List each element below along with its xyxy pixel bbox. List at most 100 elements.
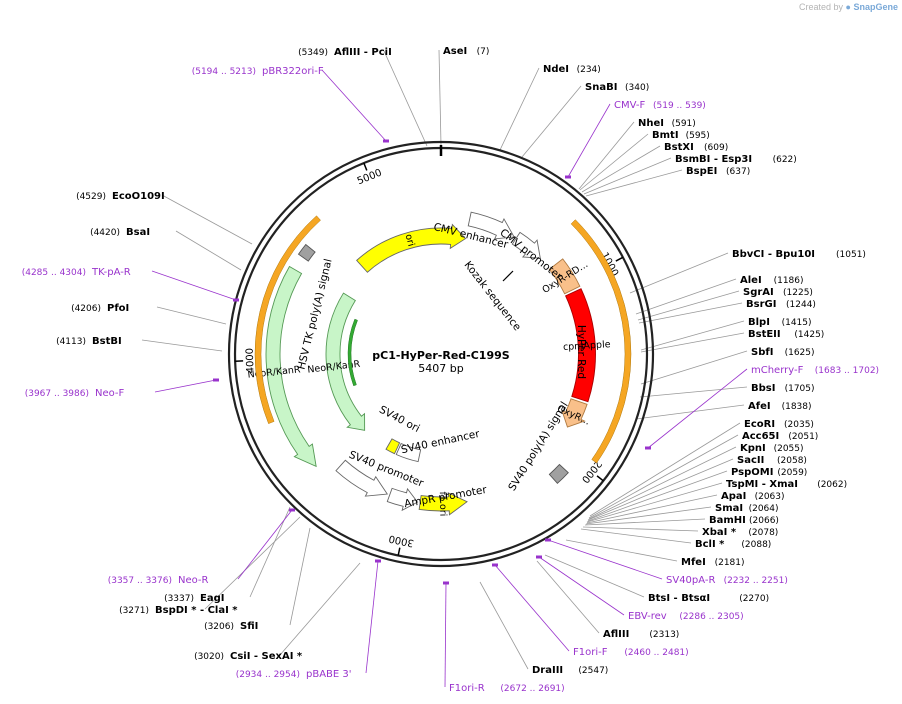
site-position: (1425): [794, 330, 824, 340]
site-leader-line: [479, 581, 529, 670]
primer-mark: [289, 508, 295, 512]
position-tick: [397, 547, 401, 556]
site-name: TspMI - XmaI: [726, 479, 798, 490]
primer-range: (2232 .. 2251): [724, 576, 788, 586]
site-label: BbvCI - Bpu10I(1051): [732, 249, 866, 260]
site-position: (2059): [777, 468, 807, 478]
primer-label: SV40pA-R (2232 .. 2251): [666, 575, 788, 586]
site-name: BsaI: [126, 227, 150, 238]
primer-name: F1ori-R: [449, 683, 485, 694]
site-leader-line: [161, 194, 253, 245]
site-leader-line: [589, 422, 741, 517]
feature-label: Kozak sequence: [462, 259, 524, 333]
primer-range: (519 .. 539): [653, 101, 706, 111]
position-tick-label: 5000: [356, 168, 384, 188]
site-leader-line: [638, 302, 743, 324]
site-position: (1415): [782, 318, 812, 328]
cpmapple-label: cpmApple: [563, 339, 611, 353]
primer-name: CMV-F: [614, 100, 645, 111]
site-leader-line: [581, 145, 661, 193]
site-position: (340): [625, 83, 649, 93]
plasmid-backbone: [227, 140, 655, 568]
site-name: BlpI: [748, 317, 770, 328]
site-leader-line: [639, 386, 748, 398]
site-leader-line: [521, 85, 582, 158]
primer-mark: [565, 175, 571, 179]
snapgene-logo: SnapGene: [853, 2, 898, 12]
site-label: BstXI(609): [664, 142, 728, 153]
site-leader-line: [578, 121, 635, 190]
site-position: (2062): [817, 480, 847, 490]
site-position: (622): [773, 155, 797, 165]
snapgene-logo-icon: ●: [845, 2, 851, 12]
site-label: MfeI(2181): [681, 557, 745, 568]
primer-leader-line: [538, 556, 625, 616]
primer-label: CMV-F (519 .. 539): [614, 100, 706, 111]
site-leader-line: [584, 518, 706, 526]
primer-label: F1ori-R(2672 .. 2691): [449, 683, 565, 694]
site-label: SbfI(1625): [751, 347, 815, 358]
primer-name: EBV-rev: [628, 611, 667, 622]
position-tick: [615, 256, 624, 262]
snapgene-credit: Created by ● SnapGene: [799, 2, 898, 12]
site-label: (4529)EcoO109I: [76, 191, 165, 202]
site-leader-line: [588, 446, 737, 520]
site-position: (4420): [90, 228, 120, 238]
primer-mark: [545, 538, 551, 542]
position-tick-label: 4000: [245, 348, 257, 374]
primer-name: SV40pA-R: [666, 575, 715, 586]
site-position: (2078): [748, 528, 778, 538]
position-tick: [596, 475, 604, 482]
site-label: (3337)EagI: [164, 593, 224, 604]
site-label: XbaI *(2078): [702, 527, 778, 538]
site-label: ApaI(2063): [721, 491, 785, 502]
primer-leader-line: [321, 69, 387, 142]
site-name: BstXI: [664, 142, 694, 153]
primer-label: (3967 .. 3986)Neo-F: [25, 388, 125, 399]
site-label: BsrGI(1244): [746, 299, 816, 310]
primer-leader-line: [647, 368, 748, 449]
plasmid-name: pC1-HyPer-Red-C199S: [372, 349, 509, 362]
site-label: AleI(1186): [740, 275, 804, 286]
site-leader-line: [579, 133, 649, 191]
primer-range: (3967 .. 3986): [25, 389, 89, 399]
position-tick: [363, 162, 368, 171]
hsv-tk-polya-feature: [297, 243, 316, 262]
feature-label: SV40 ori: [377, 404, 422, 435]
site-name: SacII: [737, 455, 764, 466]
ori-label: ori: [403, 233, 417, 248]
site-label: NdeI(234): [543, 64, 601, 75]
site-label: SmaI(2064): [715, 503, 779, 514]
site-leader-line: [640, 350, 748, 385]
site-position: (2063): [755, 492, 785, 502]
site-label: (4206)PfoI: [71, 303, 129, 314]
oxyr-outer-arc: [570, 219, 632, 464]
site-position: (1051): [836, 250, 866, 260]
site-label: (4420) BsaI: [90, 227, 150, 238]
site-leader-line: [499, 67, 540, 151]
site-position: (1225): [783, 288, 813, 298]
site-position: (2181): [715, 558, 745, 568]
primer-leader-line: [494, 564, 570, 652]
cpmapple-feature: [565, 288, 596, 403]
primer-name: pBR322ori-F: [262, 66, 324, 77]
backbone-outer-ring: [227, 140, 655, 568]
credit-prefix: Created by: [798, 2, 844, 12]
site-position: (5349): [298, 48, 328, 58]
primer-mark: [233, 298, 239, 302]
site-label: EcoRI(2035): [744, 419, 814, 430]
site-leader-line: [204, 516, 301, 610]
site-label: (4113)BstBI: [56, 336, 122, 347]
site-leader-line: [585, 506, 712, 525]
site-name: PfoI: [107, 303, 129, 314]
feature-label: CMV promoter: [497, 227, 565, 283]
site-name: BspEI: [686, 166, 717, 177]
site-position: (2066): [749, 516, 779, 526]
plasmid-length: 5407 bp: [418, 362, 463, 375]
site-name: BmtI: [652, 130, 679, 141]
site-leader-line: [580, 528, 692, 544]
site-name: SmaI: [715, 503, 743, 514]
site-name: SgrAI: [743, 287, 774, 298]
site-position: (3206): [204, 622, 234, 632]
site-leader-line: [279, 562, 361, 656]
